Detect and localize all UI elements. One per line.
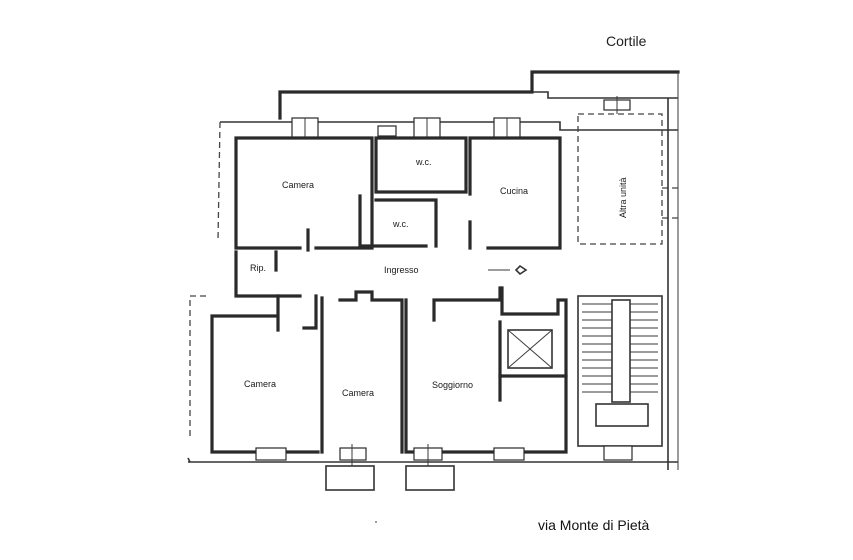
label-camera-left: Camera	[244, 379, 276, 389]
wall-wc-upper	[374, 136, 468, 194]
label-street: via Monte di Pietà	[538, 517, 649, 533]
wall-camera-top	[234, 136, 374, 250]
wall-soggiorno-top	[432, 286, 502, 322]
window-camera-left-bottom	[255, 447, 287, 461]
courtyard-step	[532, 91, 678, 99]
window-soggiorno-right	[493, 447, 525, 461]
label-altra-unita: Altra unità	[618, 177, 628, 218]
balcony-camera-mid	[325, 444, 375, 491]
label-soggiorno: Soggiorno	[432, 380, 473, 390]
label-ingresso: Ingresso	[384, 265, 419, 275]
label-wc-upper: w.c.	[415, 157, 432, 167]
window-cucina-top	[493, 117, 521, 139]
wall-corridor-bottom-left	[276, 294, 318, 330]
wall-wc-lower	[358, 194, 438, 248]
window-camera-top	[291, 117, 319, 139]
facade-street	[187, 457, 678, 463]
wall-camera-mid-top	[320, 290, 404, 454]
wall-soggiorno	[404, 298, 568, 454]
wall-rip	[234, 250, 280, 332]
label-rip: Rip.	[250, 263, 266, 273]
stairwell	[577, 295, 663, 447]
altra-unita-edge	[662, 187, 680, 219]
outer-wall-left	[189, 295, 210, 440]
window-wc-top	[377, 117, 441, 139]
outer-wall-left-dash	[217, 121, 221, 241]
label-camera-top: Camera	[282, 180, 314, 190]
outer-wall-top	[220, 121, 678, 131]
altra-unita-boundary	[577, 113, 663, 245]
label-wc-lower: w.c.	[392, 219, 409, 229]
window-courtyard-right	[603, 96, 631, 114]
label-cucina: Cucina	[500, 186, 528, 196]
balcony-soggiorno	[405, 444, 455, 491]
wall-cucina	[468, 136, 562, 250]
courtyard-boundary	[278, 70, 680, 120]
label-courtyard: Cortile	[606, 33, 647, 49]
entrance-arrow-icon	[488, 264, 528, 276]
speck	[375, 521, 377, 523]
wall-stair-landing	[498, 286, 568, 378]
label-camera-mid: Camera	[342, 388, 374, 398]
elevator-shaft	[507, 329, 553, 369]
window-stair-bottom	[603, 445, 633, 461]
